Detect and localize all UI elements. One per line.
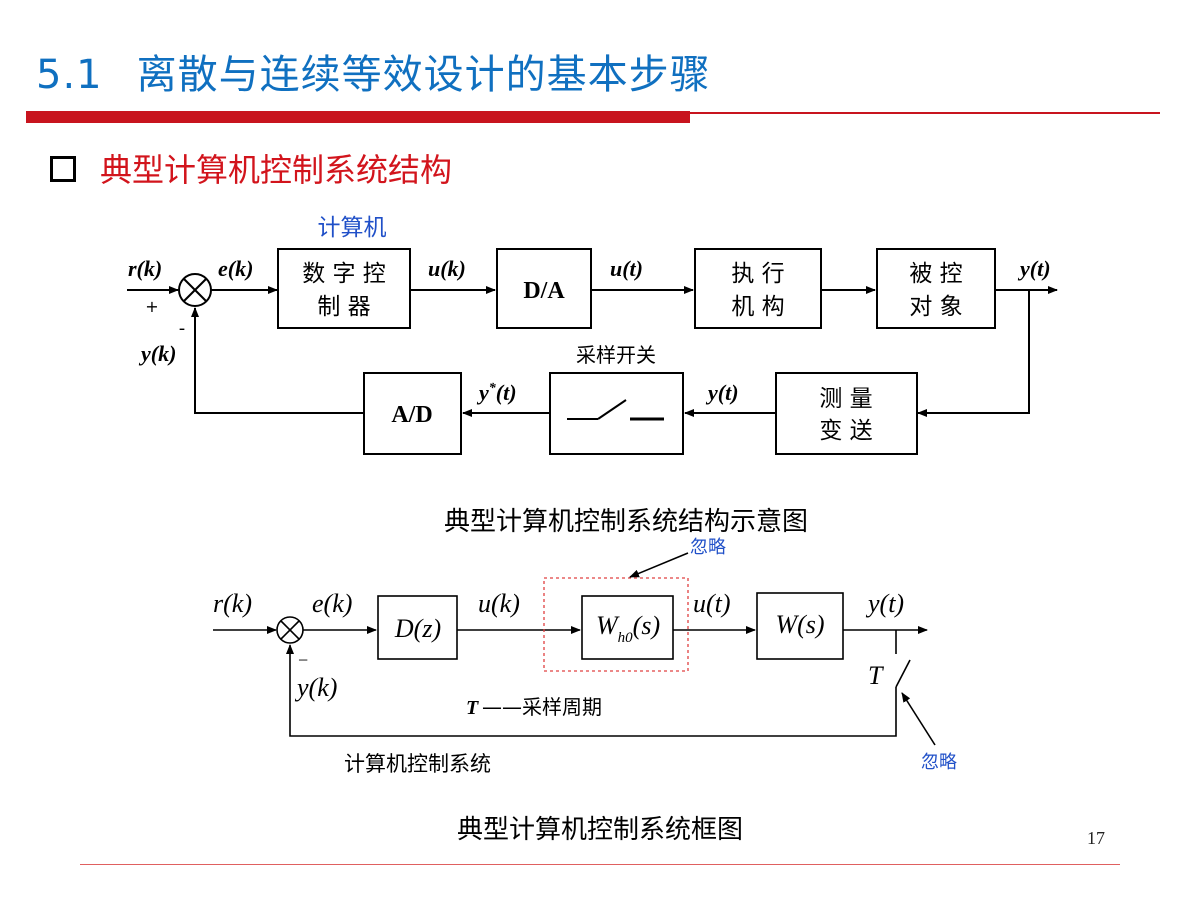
sensor-text-2: 变 送: [819, 418, 872, 444]
diagram1-caption: 典型计算机控制系统结构示意图: [444, 507, 808, 537]
subtitle: 典型计算机控制系统结构: [50, 145, 452, 191]
d1-e-label: e(k): [218, 256, 253, 281]
d1-ut-label: u(t): [610, 256, 643, 281]
d2-yk-label: y(k): [294, 673, 337, 702]
sampling-period-def: ——采样周期: [482, 695, 602, 719]
ws-label: W(s): [775, 610, 824, 639]
zoh-block: [581, 595, 674, 660]
plant-block: [876, 248, 996, 329]
subtitle-text: 典型计算机控制系统结构: [100, 151, 453, 189]
diagram2-caption: 典型计算机控制系统框图: [457, 815, 743, 845]
ignore-label-top: 忽略: [690, 537, 726, 558]
d2-r-label: r(k): [213, 589, 252, 618]
d1-ystar-label: y*(t): [476, 380, 517, 405]
dz-block: [377, 595, 458, 660]
computer-system-label: 计算机控制系统: [344, 752, 491, 776]
plant-text-1: 被 控: [909, 261, 962, 287]
da-label: D/A: [523, 278, 565, 304]
ad-label: A/D: [391, 402, 432, 428]
d1-plus-sign: +: [145, 297, 158, 316]
switch-label: 采样开关: [576, 343, 656, 367]
section-number: 5.1: [36, 52, 103, 98]
title-text: 离散与连续等效设计的基本步骤: [136, 52, 711, 98]
actuator-block: [694, 248, 822, 329]
d2-uk-label: u(k): [478, 589, 520, 618]
d2-switch-T-label: T: [868, 661, 884, 690]
dz-label: D(z): [394, 614, 441, 643]
controller-text-1: 数 字 控: [302, 261, 386, 287]
actuator-text-2: 机 构: [731, 294, 784, 320]
controller-text-2: 制 器: [317, 294, 370, 320]
d2-e-label: e(k): [312, 589, 352, 618]
d1-yt-label: y(t): [1017, 256, 1051, 281]
square-bullet-icon: [50, 156, 76, 182]
title-underline-bar: [26, 111, 690, 123]
slide-title: 5.1 离散与连续等效设计的基本步骤: [36, 42, 711, 100]
computer-label: 计算机: [318, 215, 387, 241]
diagram-block: [213, 552, 936, 746]
controller-block: [277, 248, 411, 329]
d2-yt-label: y(t): [865, 589, 904, 618]
diagram-structure: [127, 248, 1058, 455]
title-underline-thin: [690, 112, 1160, 114]
d1-minus-sign: -: [179, 318, 186, 339]
actuator-text-1: 执 行: [731, 261, 784, 287]
sampling-T-symbol: T: [466, 697, 479, 719]
d2-ut-label: u(t): [693, 589, 731, 618]
sampling-switch-block: [549, 372, 684, 455]
sensor-text-1: 测 量: [819, 386, 872, 412]
ws-block: [756, 592, 844, 660]
d2-minus-sign: −: [298, 650, 308, 670]
ignored-zoh-dashed-box: [543, 577, 689, 672]
ignore-label-bottom: 忽略: [921, 752, 957, 773]
d1-r-label: r(k): [128, 256, 162, 281]
footer-line: [80, 864, 1120, 865]
wh0-label: Wh0(s): [596, 611, 660, 646]
d1-sensor-out-label: y(t): [705, 380, 739, 405]
plant-text-2: 对 象: [909, 294, 962, 320]
page-number: 17: [1087, 828, 1105, 848]
da-block: [496, 248, 592, 329]
d1-yk-label: y(k): [138, 341, 176, 366]
d1-uk-label: u(k): [428, 256, 466, 281]
